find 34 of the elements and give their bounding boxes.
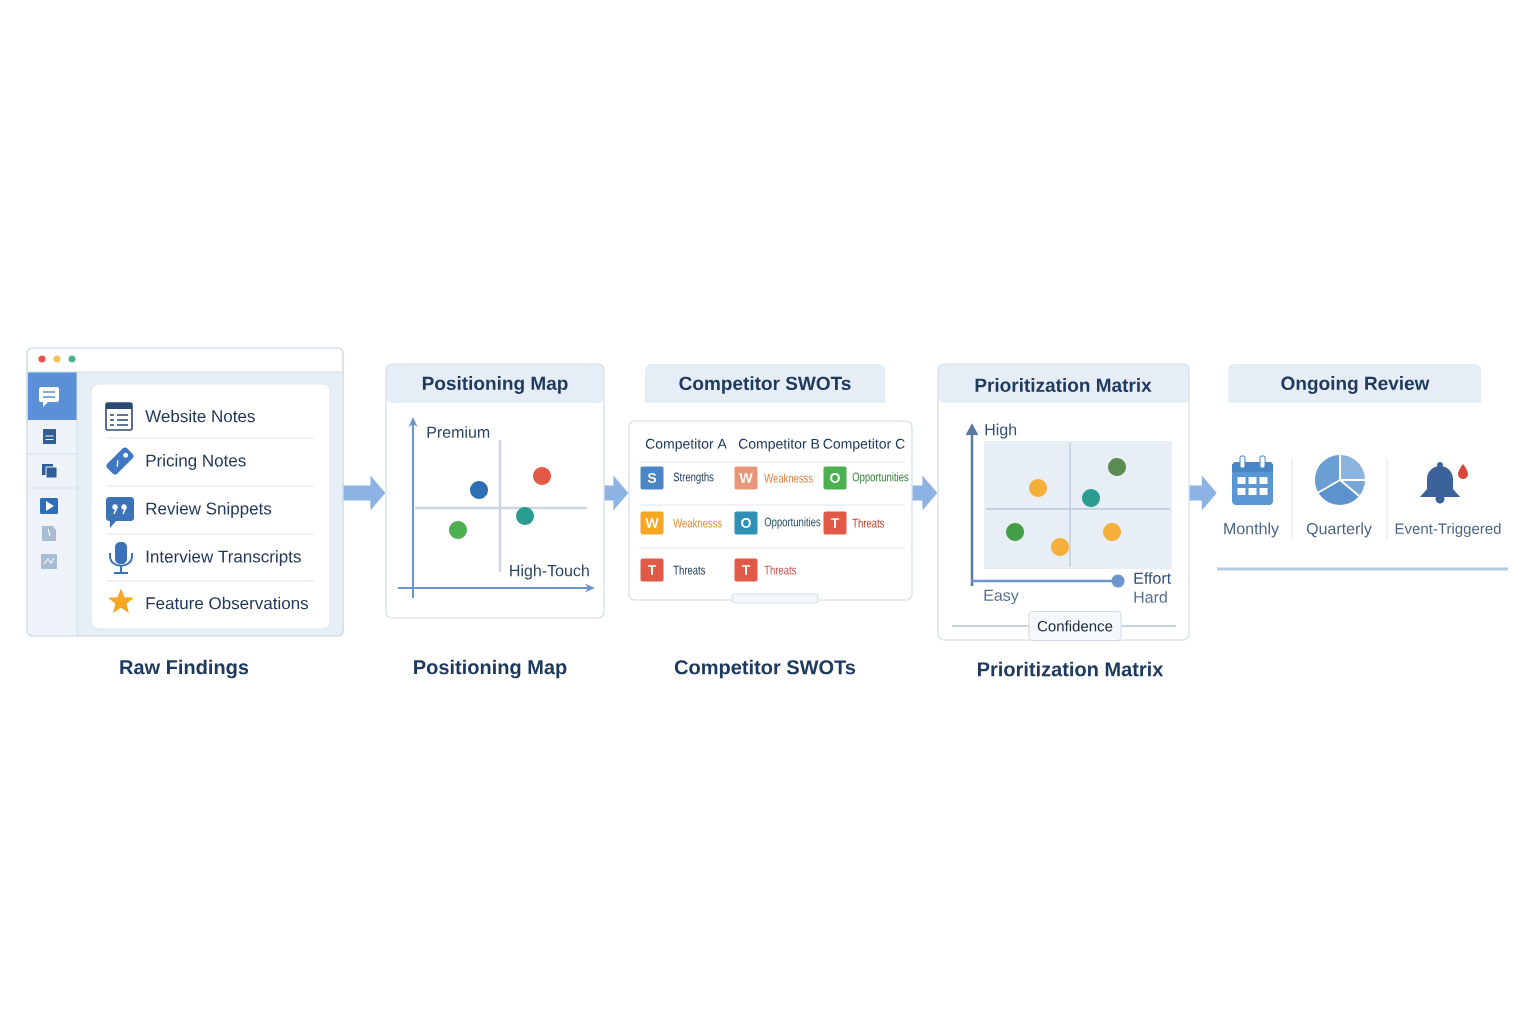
letter-tile: T xyxy=(823,511,847,535)
axis-label: Hard xyxy=(1134,591,1167,603)
swot-label: Threats xyxy=(852,518,885,528)
letter-tile: T xyxy=(640,558,664,582)
letter-tile: O xyxy=(734,511,758,535)
letter-tile: O xyxy=(823,466,847,490)
stage-label: Prioritization Matrix xyxy=(978,661,1164,677)
letter-tile: T xyxy=(734,558,758,582)
swot-label: Weaknesss xyxy=(673,518,722,528)
icon-label: Quarterly xyxy=(1306,522,1372,538)
item-label: Website Notes xyxy=(145,409,255,423)
item-label: Interview Transcripts xyxy=(146,550,301,566)
icon-label: Event-Triggered xyxy=(1395,523,1501,537)
item-label: Review Snippets xyxy=(146,502,272,518)
column-header: Competitor B xyxy=(738,438,820,452)
stage-label: Raw Findings xyxy=(120,659,249,679)
stage-label: Competitor SWOTs xyxy=(674,659,856,679)
letter-tile: W xyxy=(640,511,664,535)
swot-label: Threats xyxy=(673,565,706,575)
item-label: Feature Observations xyxy=(146,596,309,610)
icon-label: Monthly xyxy=(1224,522,1279,538)
item-label: Pricing Notes xyxy=(146,454,246,470)
label-box: Confidence xyxy=(1028,611,1122,641)
axis-label: Easy xyxy=(984,589,1019,605)
column-header: Competitor C xyxy=(823,438,905,452)
letter-tile: S xyxy=(640,466,664,490)
swot-label: Opportunities xyxy=(852,472,909,484)
swot-label: Strengths xyxy=(673,472,714,484)
swot-label: Weaknesss xyxy=(764,473,813,483)
letter-tile: W xyxy=(734,466,758,490)
stage-label: Positioning Map xyxy=(414,659,567,679)
column-header: Competitor A xyxy=(645,438,727,452)
swot-label: Opportunities xyxy=(764,517,821,529)
swot-label: Threats xyxy=(764,565,797,575)
